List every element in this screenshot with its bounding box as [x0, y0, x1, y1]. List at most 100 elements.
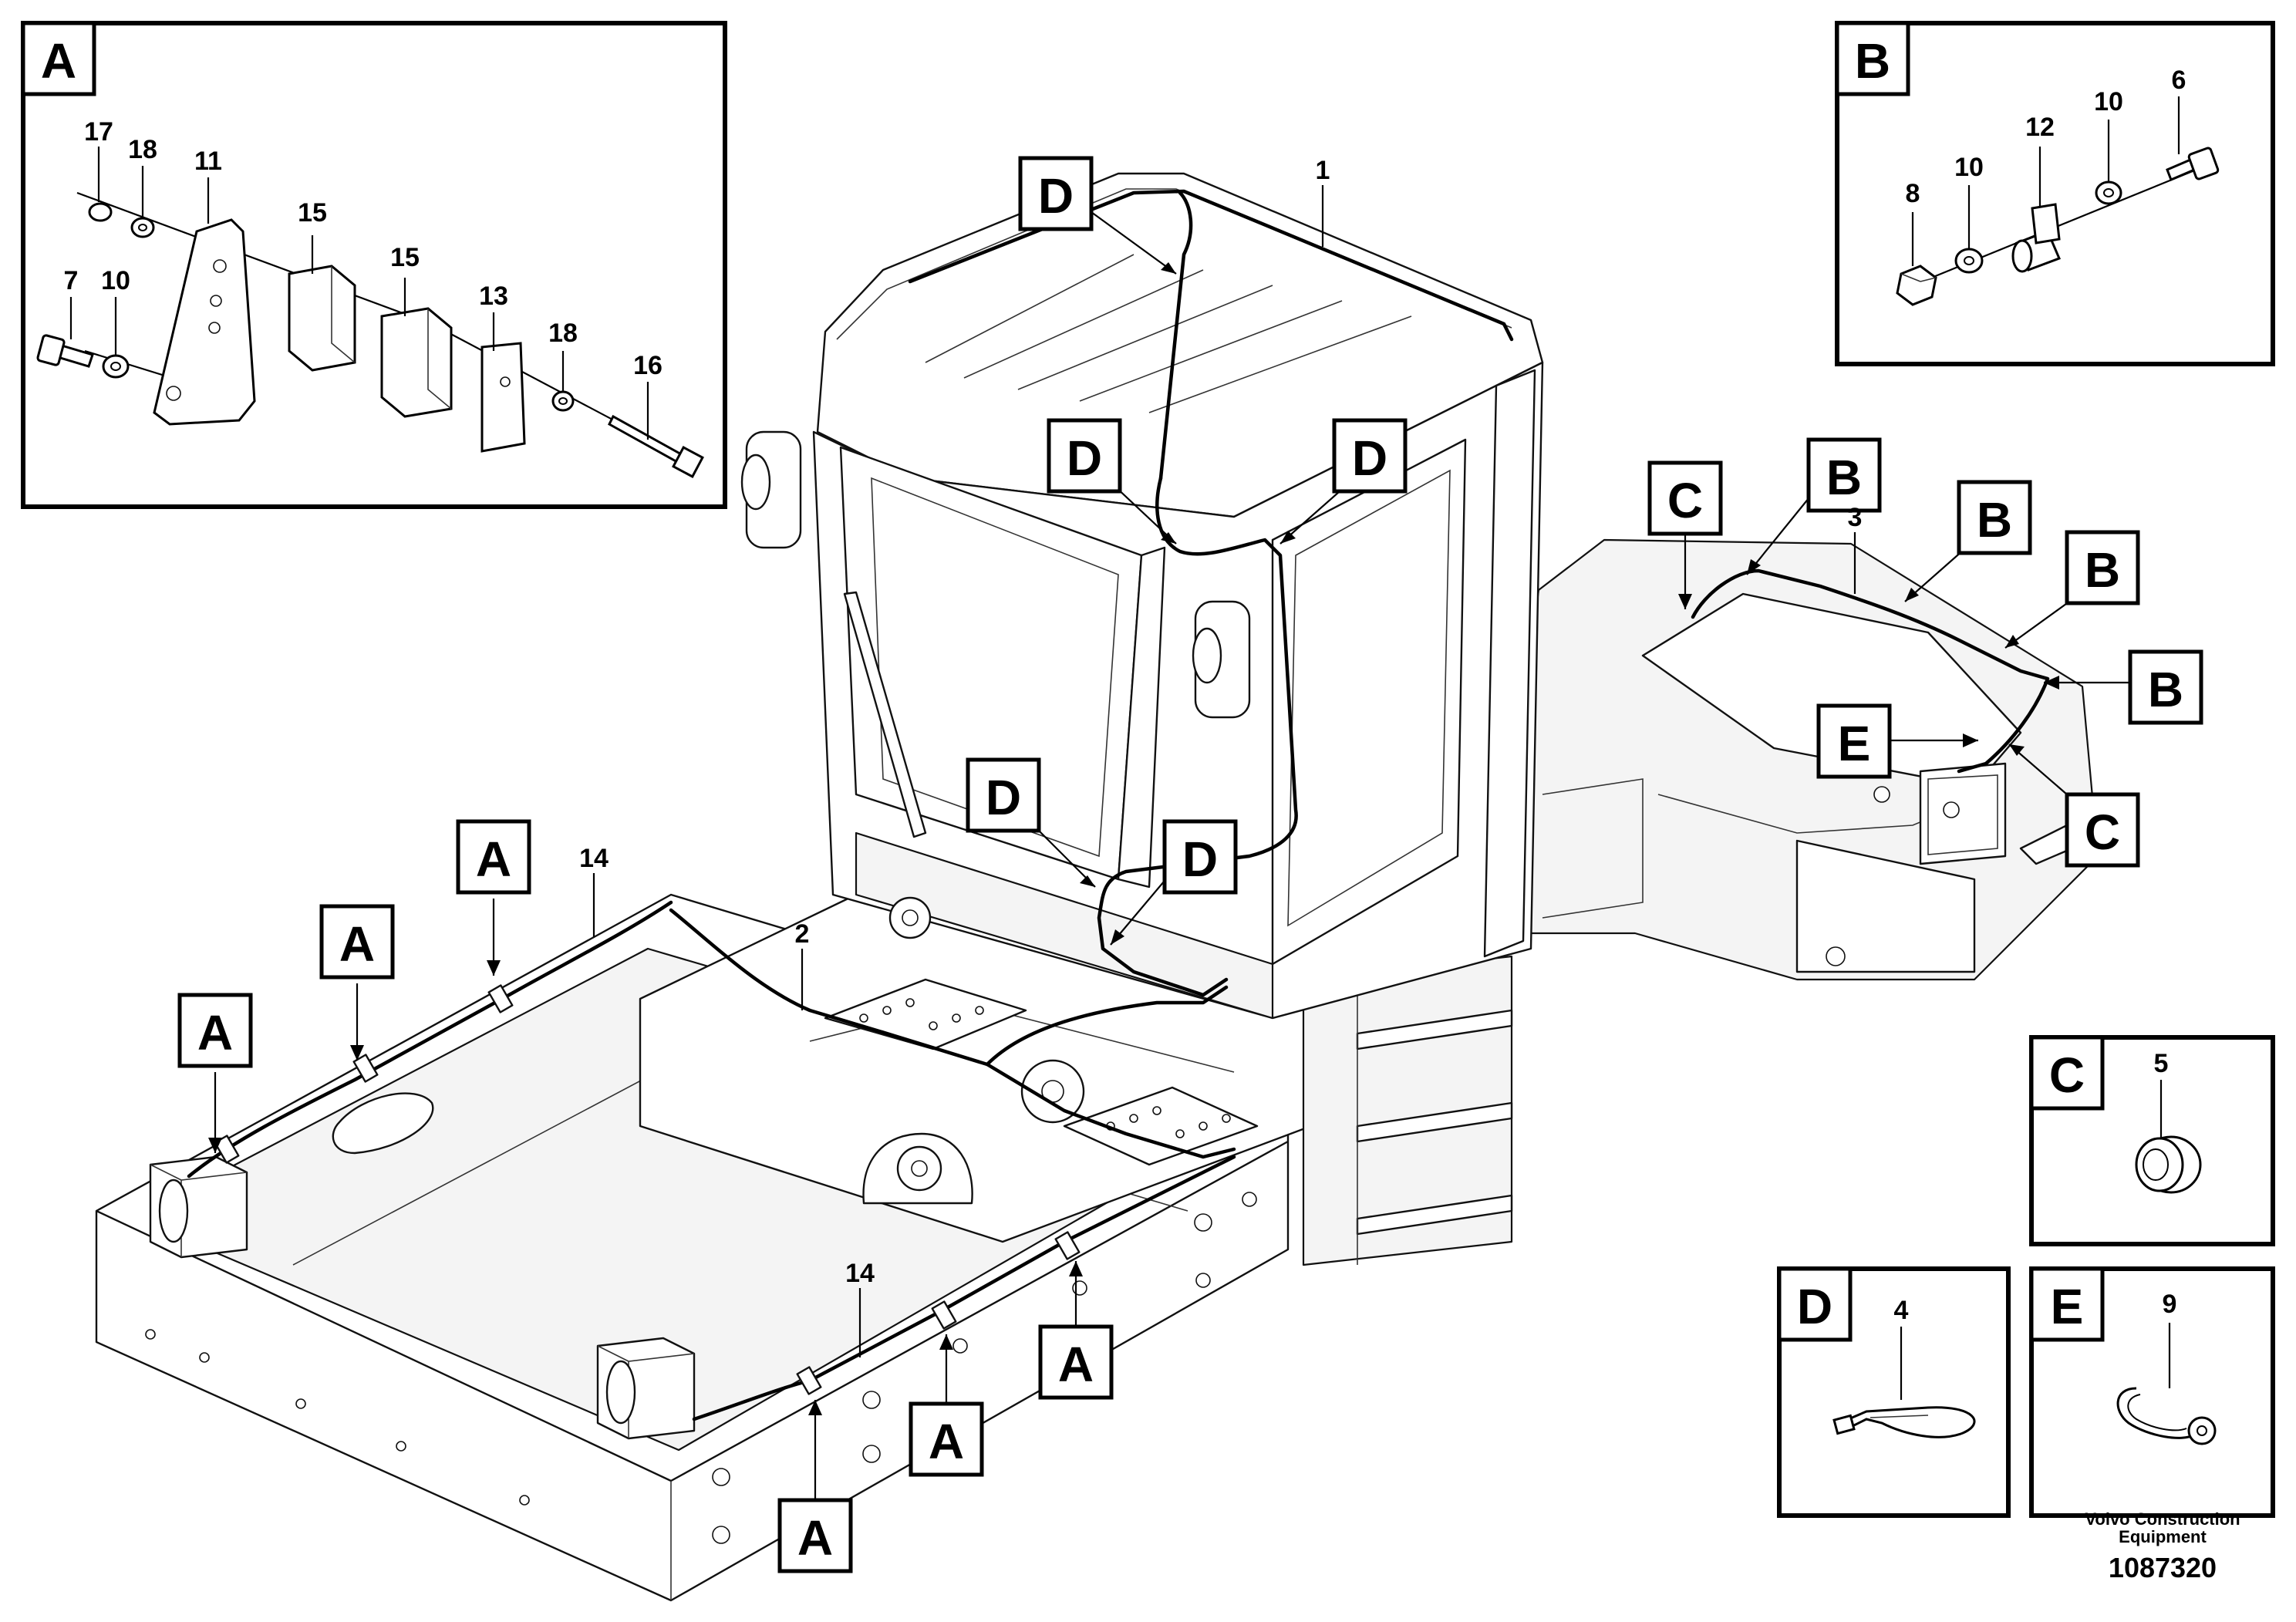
company-name-line2: Equipment: [2119, 1527, 2207, 1546]
callout-14-upper: 14: [579, 844, 609, 873]
callout-17: 17: [84, 117, 113, 147]
callout-4: 4: [1894, 1296, 1909, 1325]
panel-b-callouts: 8 10 12 10 6: [1906, 66, 2186, 266]
panel-e-tag-box: [2029, 1266, 2105, 1342]
harness-3: [1691, 568, 2050, 774]
callout-6: 6: [2172, 66, 2186, 95]
callout-15-left: 15: [298, 198, 327, 228]
tag-b-3: [2065, 530, 2140, 605]
detail-panel-c: C 5: [2029, 1035, 2275, 1246]
svg-text:B: B: [2085, 542, 2120, 598]
nut-17: [88, 202, 113, 222]
bracket-plate-11: [153, 218, 256, 426]
tag-c-2: [2065, 792, 2140, 868]
tag-d-1: [1018, 156, 1094, 231]
panel-a-parts: [36, 191, 704, 478]
company-name-line1: Volvo Construction: [2085, 1509, 2240, 1529]
tag-a-1: [177, 993, 253, 1068]
operator-cab: [740, 172, 1544, 1020]
wiring-harnesses: [187, 189, 2050, 1421]
svg-text:B: B: [1977, 492, 2012, 548]
grommet-5: [2135, 1135, 2202, 1194]
callout-14-lower: 14: [845, 1259, 875, 1288]
detail-panel-e: E 9: [2029, 1266, 2275, 1518]
panel-c-tag-box: [2029, 1035, 2105, 1111]
callout-16: 16: [633, 351, 663, 380]
svg-text:A: A: [476, 831, 511, 887]
panel-b-tag-box: [1835, 21, 1910, 96]
callout-12: 12: [2025, 113, 2055, 142]
wiper: [843, 591, 927, 838]
callout-7: 7: [64, 266, 79, 295]
tag-d-4: [966, 757, 1041, 833]
svg-text:D: D: [1182, 831, 1218, 887]
panel-b-tag: B: [1855, 33, 1890, 89]
bolt-16: [608, 414, 684, 465]
svg-text:D: D: [1038, 168, 1074, 224]
panel-b-parts: [1896, 147, 2220, 306]
tag-a-2: [319, 904, 395, 980]
tag-c-1: [1647, 460, 1723, 536]
callout-2: 2: [795, 919, 810, 949]
panel-b-frame: [1835, 21, 2275, 366]
nut-8: [1896, 265, 1937, 306]
svg-text:B: B: [2148, 662, 2183, 717]
main-number-labels: 1 2 3 14 14: [579, 156, 1862, 1357]
callout-10: 10: [101, 266, 130, 295]
svg-text:A: A: [1058, 1337, 1094, 1392]
tag-a-5: [909, 1401, 984, 1477]
detail-panel-b: B 8 10 12 10: [1835, 21, 2275, 366]
machine-illustration: D D D D D A A: [95, 156, 2203, 1602]
tag-d-2: [1047, 418, 1122, 494]
panel-c-tag: C: [2049, 1047, 2085, 1103]
cable-clip-9: [2116, 1387, 2217, 1445]
callout-18-bottom: 18: [548, 319, 578, 348]
harness-14-left: [187, 900, 673, 1179]
callout-10-right: 10: [2094, 87, 2123, 116]
tag-b-4: [2128, 649, 2203, 725]
cable-tie-4: [1832, 1406, 1976, 1438]
tag-a-3: [456, 819, 531, 895]
tag-a-4: [1038, 1324, 1114, 1400]
tag-d-3: [1332, 418, 1408, 494]
svg-text:A: A: [197, 1005, 233, 1061]
callout-8: 8: [1906, 179, 1920, 208]
panel-a-tag-box: [21, 21, 96, 96]
rear-frame: [1510, 538, 2099, 981]
panel-c-frame: [2029, 1035, 2275, 1246]
harness-clamps: [214, 984, 1081, 1395]
panel-d-frame: [1777, 1266, 2011, 1518]
callout-1: 1: [1316, 156, 1330, 185]
panel-d-tag: D: [1797, 1279, 1832, 1334]
tag-b-1: [1806, 437, 1882, 513]
panel-e-tag: E: [2051, 1279, 2084, 1334]
footer: Volvo Construction Equipment 1087320: [2085, 1509, 2240, 1583]
front-lamp-left: [149, 1155, 248, 1259]
callout-13: 13: [479, 282, 508, 311]
main-callouts: D D D D D A A: [177, 156, 2203, 1573]
detail-panel-a: A: [21, 21, 727, 509]
panel-e-frame: [2029, 1266, 2275, 1518]
tag-b-2: [1957, 480, 2032, 555]
svg-text:C: C: [2085, 804, 2120, 860]
svg-text:A: A: [797, 1510, 833, 1566]
front-lamp-right: [596, 1337, 696, 1440]
panel-d-tag-box: [1777, 1266, 1853, 1342]
callout-9: 9: [2163, 1290, 2177, 1319]
callout-10-left: 10: [1954, 153, 1984, 182]
callout-3: 3: [1848, 503, 1863, 532]
plate-13: [480, 342, 526, 453]
callout-18-top: 18: [128, 135, 157, 164]
svg-text:D: D: [1352, 430, 1387, 486]
svg-text:D: D: [1067, 430, 1102, 486]
callout-5: 5: [2154, 1049, 2169, 1078]
svg-text:A: A: [929, 1414, 964, 1469]
panel-a-callouts: 17 18 11 15 15 7 10 13 18 16: [64, 117, 663, 440]
svg-text:B: B: [1826, 450, 1862, 505]
tag-e-1: [1816, 703, 1892, 779]
svg-text:D: D: [986, 770, 1021, 825]
callout-15-right: 15: [390, 243, 420, 272]
callout-11: 11: [194, 147, 222, 176]
access-steps: [1302, 955, 1513, 1266]
